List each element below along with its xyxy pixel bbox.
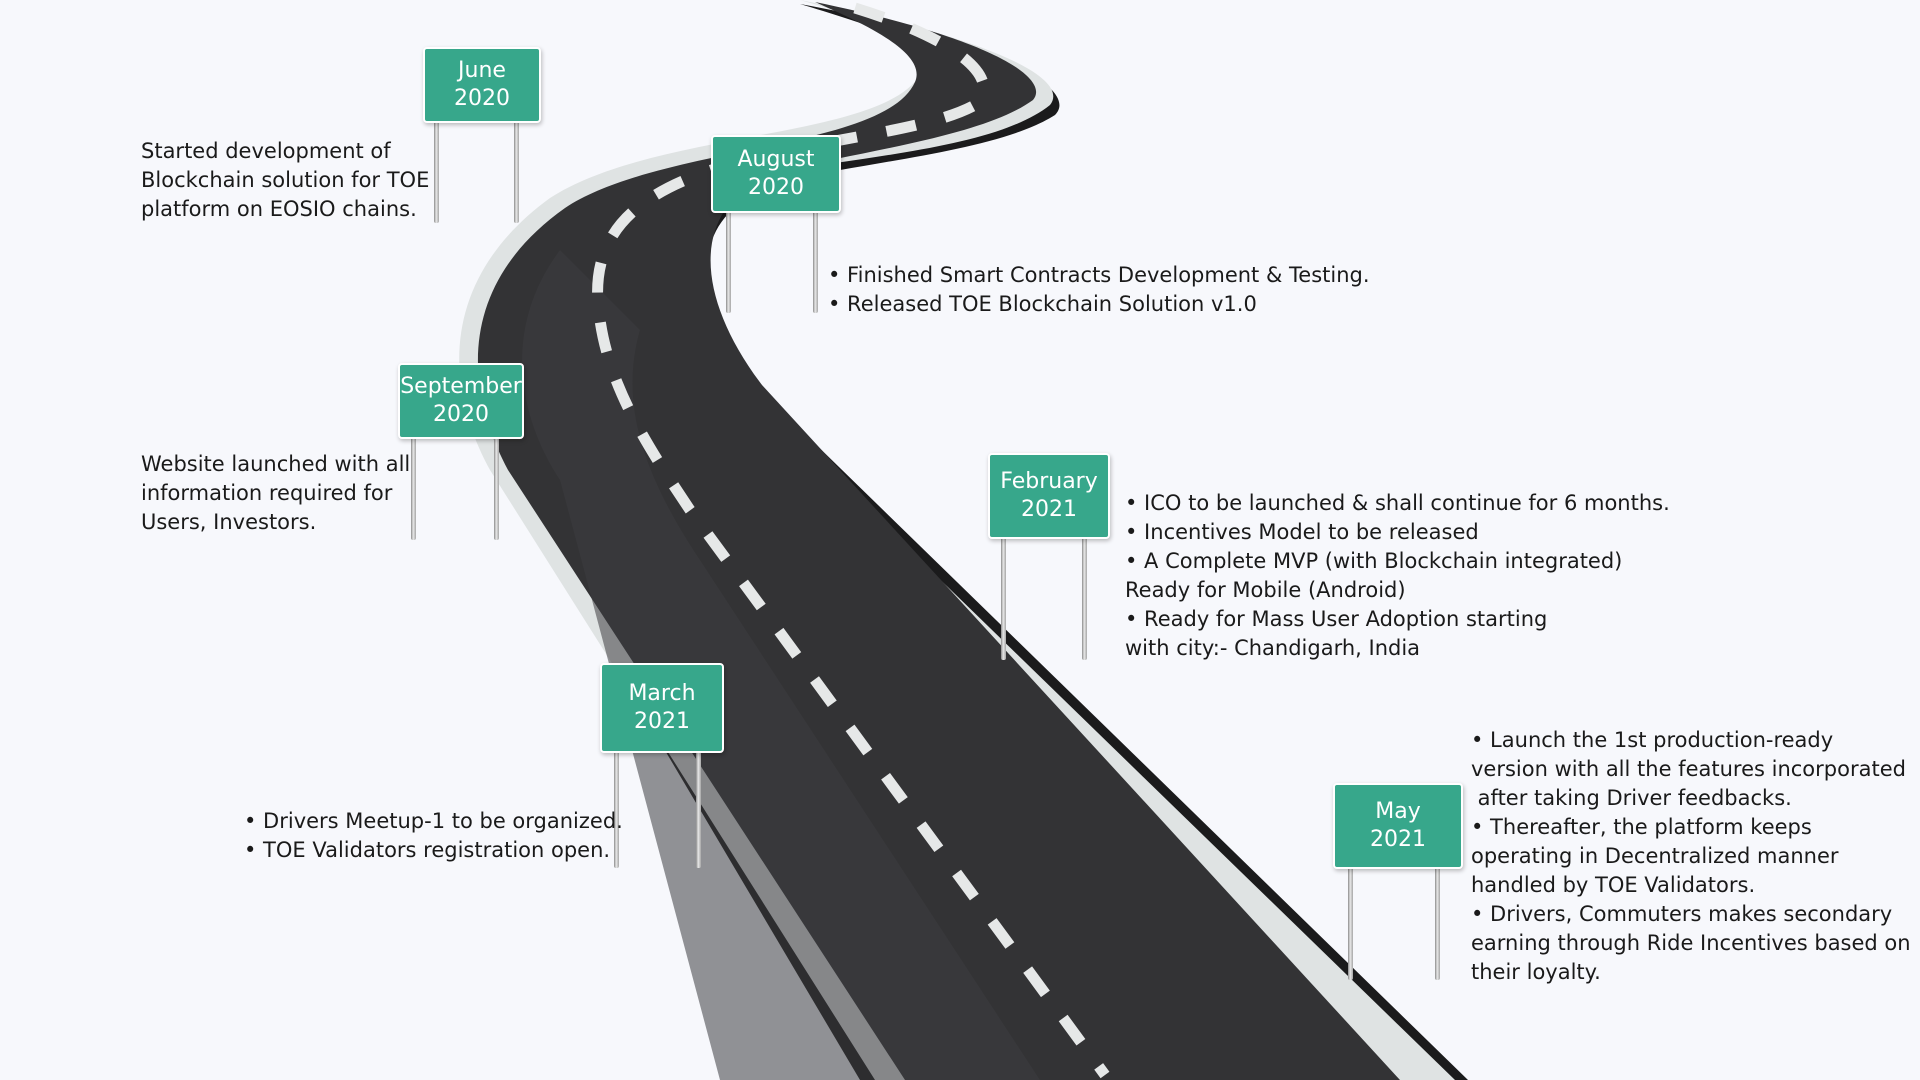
note-line: operating in Decentralized manner	[1471, 844, 1839, 868]
note-line: Ready for Mobile (Android)	[1125, 578, 1406, 602]
sign-month: September	[400, 374, 522, 399]
sign-month: May	[1375, 799, 1421, 824]
note-line: information required for	[141, 481, 393, 505]
note-line: earning through Ride Incentives based on	[1471, 931, 1911, 955]
note-line: Website launched with all	[141, 452, 411, 476]
sign-year: 2020	[433, 402, 489, 427]
signpost-right-pole	[514, 118, 519, 223]
sign-year: 2020	[748, 175, 804, 200]
note-line: platform on EOSIO chains.	[141, 197, 417, 221]
note-line: • Drivers, Commuters makes secondary	[1471, 902, 1893, 926]
note-line: with city:- Chandigarh, India	[1125, 636, 1421, 660]
note-line: • Launch the 1st production-ready	[1471, 728, 1834, 752]
note-line: Users, Investors.	[141, 510, 317, 534]
note-line: • ICO to be launched & shall continue fo…	[1125, 491, 1670, 515]
sign-month: August	[737, 147, 815, 172]
signpost-right-pole	[494, 432, 499, 540]
note-line: • Incentives Model to be released	[1125, 520, 1479, 544]
note-line: Started development of	[141, 139, 391, 163]
signpost-right-pole	[813, 208, 818, 313]
milestone-note-march-2021: • Drivers Meetup-1 to be organized. • TO…	[244, 807, 623, 865]
signpost-left-pole	[614, 750, 619, 868]
signpost-right-pole	[1435, 865, 1440, 980]
road-lane-marking	[592, 2, 1110, 1079]
note-line: • Ready for Mass User Adoption starting	[1125, 607, 1548, 631]
milestone-note-may-2021: • Launch the 1st production-ready versio…	[1471, 726, 1911, 987]
signpost-right-pole	[1082, 535, 1087, 660]
note-line: • Finished Smart Contracts Development &…	[828, 263, 1370, 287]
sign-year: 2021	[1370, 827, 1426, 852]
note-line: after taking Driver feedbacks.	[1471, 786, 1792, 810]
sign-year: 2020	[454, 86, 510, 111]
note-line: • A Complete MVP (with Blockchain integr…	[1125, 549, 1623, 573]
sign-year: 2021	[1021, 497, 1077, 522]
signpost-left-pole	[1348, 865, 1353, 980]
sign-month: June	[458, 58, 506, 83]
sign-year: 2021	[634, 709, 690, 734]
note-line: handled by TOE Validators.	[1471, 873, 1756, 897]
milestone-note-september-2020: Website launched with all information re…	[141, 450, 410, 537]
milestone-sign-september-2020: September 2020	[398, 363, 524, 439]
milestone-sign-march-2021: March 2021	[600, 663, 724, 753]
milestone-sign-august-2020: August 2020	[711, 135, 841, 213]
note-line: their loyalty.	[1471, 960, 1601, 984]
sign-month: March	[628, 681, 696, 706]
road-asphalt	[477, 2, 1400, 1080]
milestone-sign-june-2020: June 2020	[423, 47, 541, 123]
note-line: • Thereafter, the platform keeps	[1471, 815, 1812, 839]
signpost-right-pole	[696, 750, 701, 868]
signpost-left-pole	[411, 432, 416, 540]
signpost-left-pole	[1001, 535, 1006, 660]
sign-month: February	[1000, 469, 1098, 494]
milestone-note-august-2020: • Finished Smart Contracts Development &…	[828, 261, 1370, 319]
milestone-note-june-2020: Started development of Blockchain soluti…	[141, 137, 429, 224]
milestone-note-february-2021: • ICO to be launched & shall continue fo…	[1125, 489, 1670, 663]
signpost-left-pole	[434, 118, 439, 223]
note-line: version with all the features incorporat…	[1471, 757, 1906, 781]
note-line: Blockchain solution for TOE	[141, 168, 430, 192]
signpost-left-pole	[726, 208, 731, 313]
note-line: • Released TOE Blockchain Solution v1.0	[828, 292, 1257, 316]
note-line: • TOE Validators registration open.	[244, 838, 611, 862]
milestone-sign-may-2021: May 2021	[1333, 783, 1463, 869]
note-line: • Drivers Meetup-1 to be organized.	[244, 809, 623, 833]
milestone-sign-february-2021: February 2021	[988, 453, 1110, 539]
